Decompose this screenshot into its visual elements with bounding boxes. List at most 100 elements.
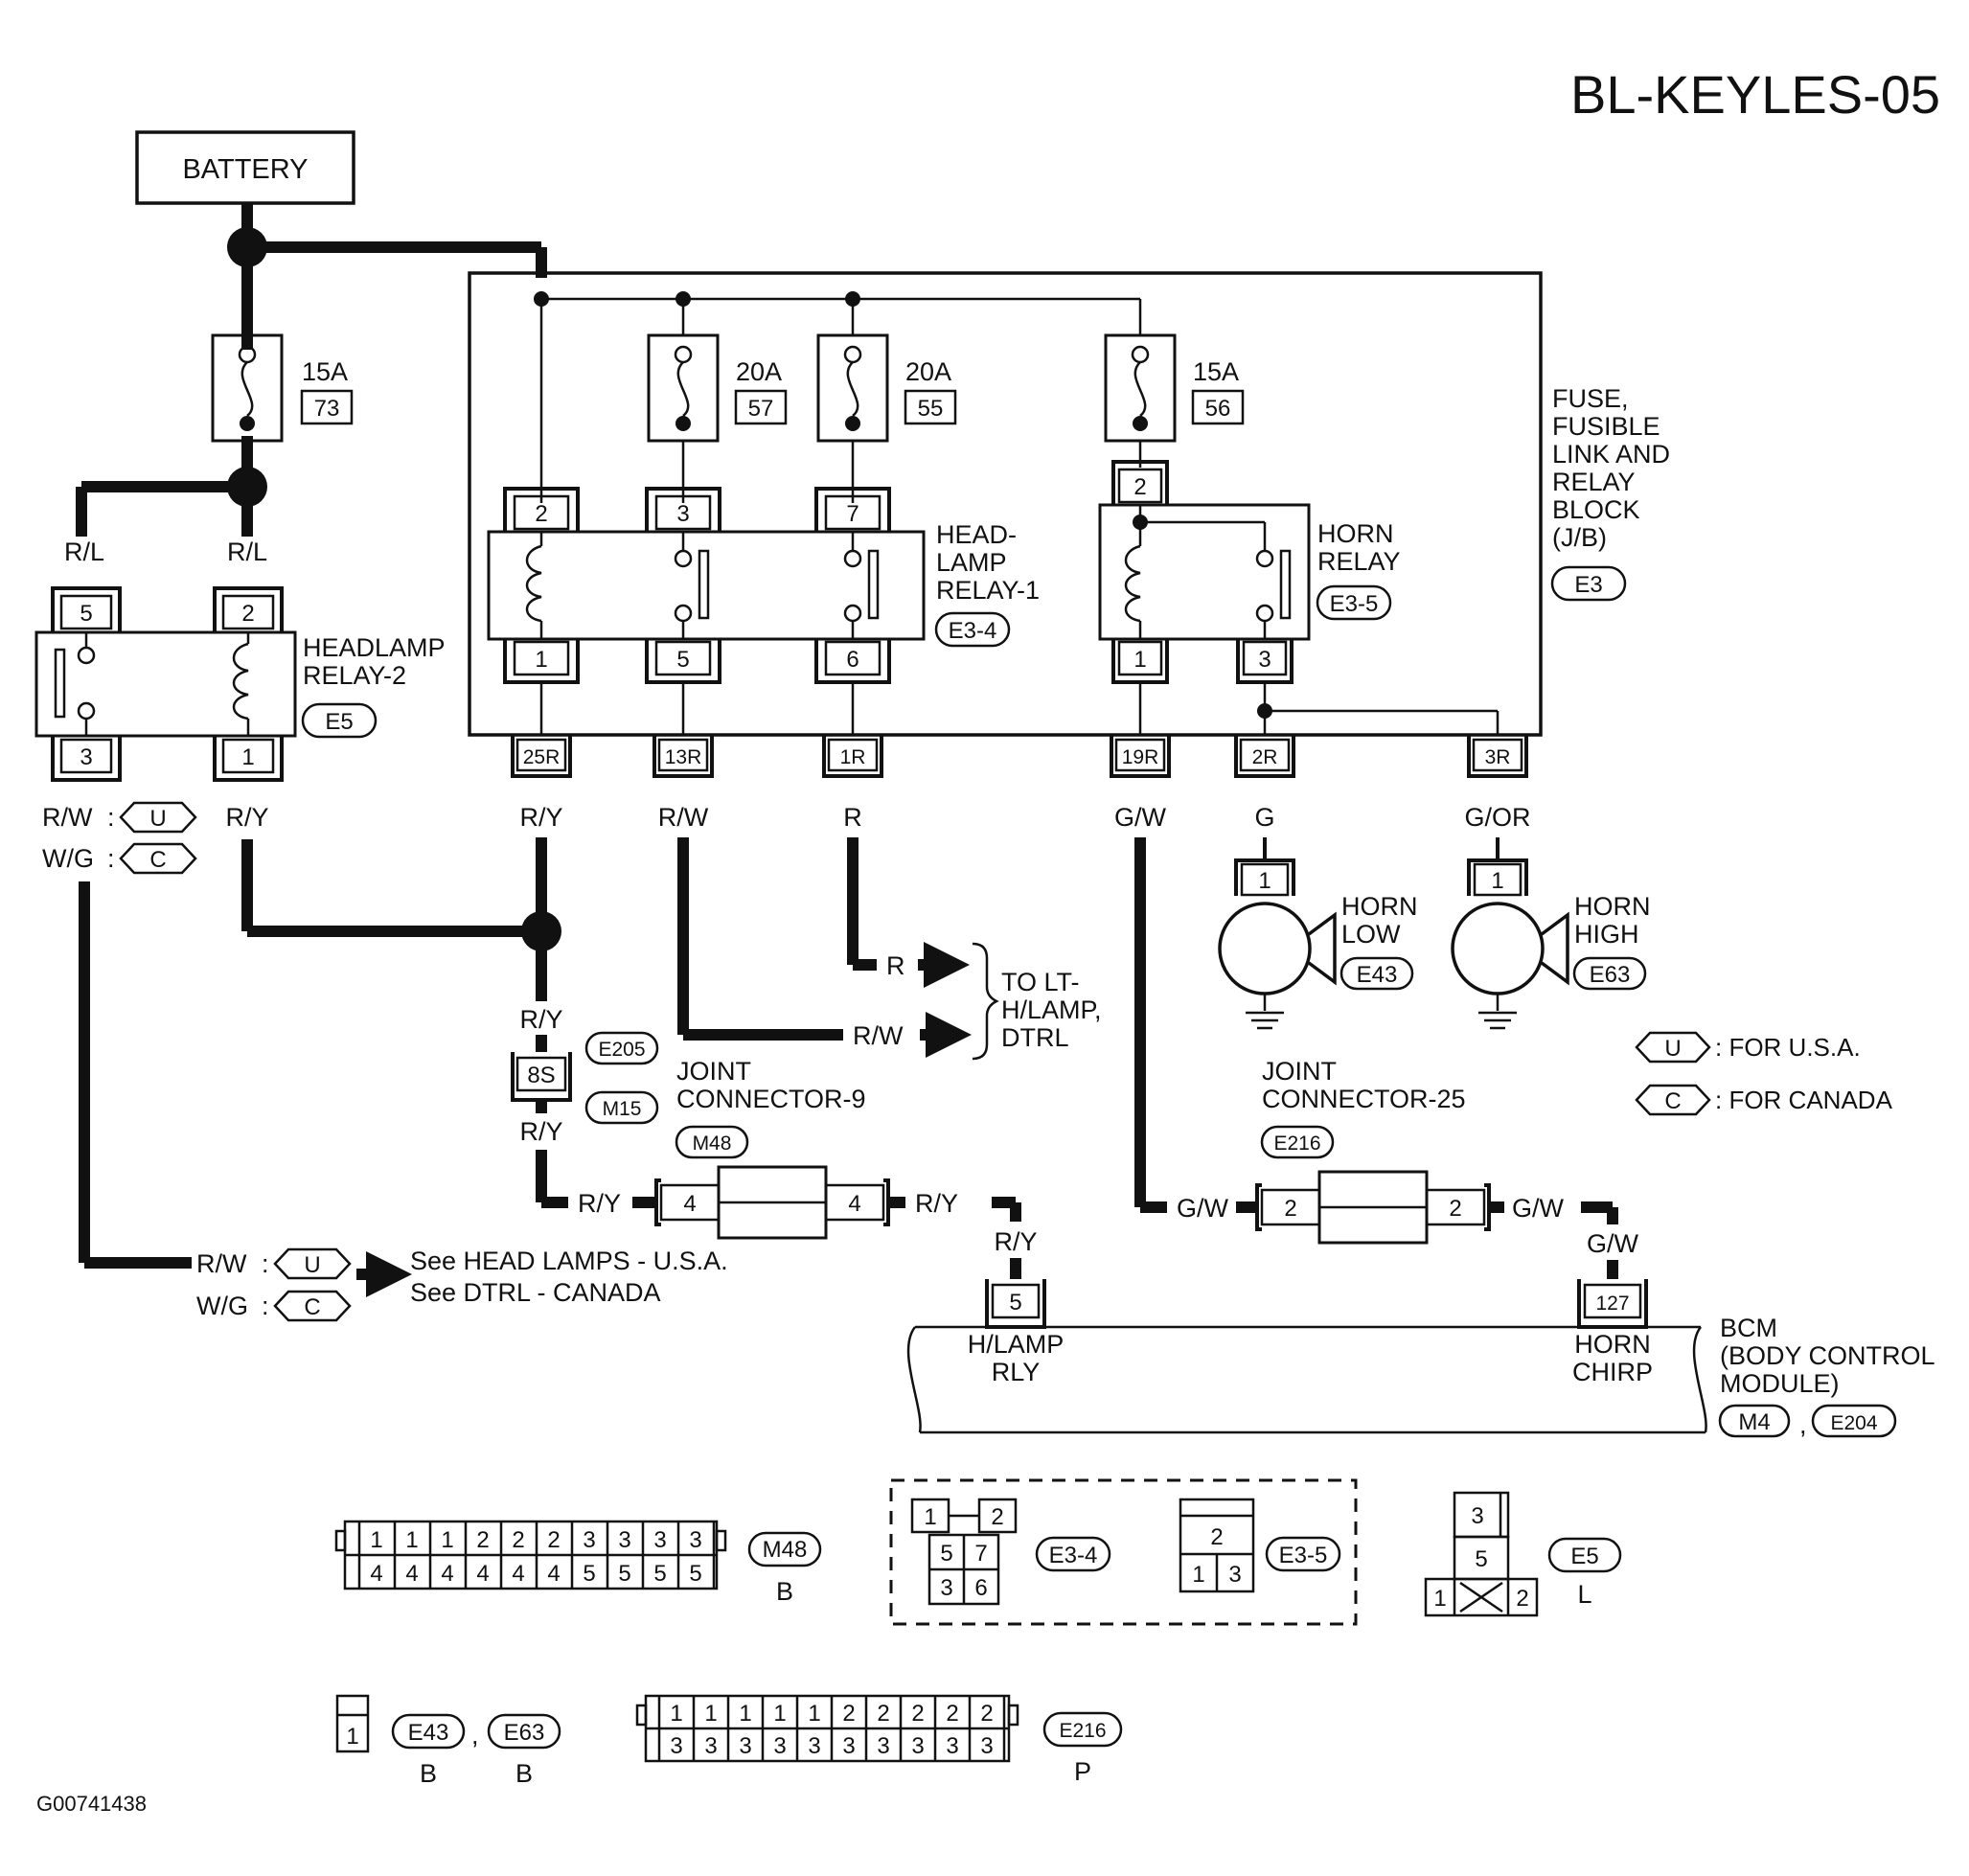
wire-gw-to-joint25: G/W — [1177, 1194, 1229, 1223]
wire-ry-below-8s: R/Y — [519, 1117, 562, 1146]
jb-pin-19r: 19R — [1122, 746, 1159, 768]
horn-relay-label-1: HORN — [1317, 519, 1394, 548]
e5-cell-3: 3 — [1471, 1503, 1483, 1529]
e216-bottom-3: 3 — [739, 1733, 751, 1759]
horn-low-pin: 1 — [1258, 868, 1271, 894]
jb-line-5: BLOCK — [1552, 495, 1640, 524]
joint25-pin-left: 2 — [1284, 1196, 1296, 1222]
legend-u-mark: U — [1664, 1036, 1681, 1062]
e34-face-conn: E3-4 — [1049, 1543, 1098, 1568]
m48-face-color: B — [776, 1577, 793, 1606]
horn-face-color-e43: B — [420, 1759, 437, 1788]
horn-relay-pin-2: 2 — [1133, 474, 1146, 500]
jb-pin-25r: 25R — [523, 746, 561, 768]
wire-ry-from-joint9: R/Y — [915, 1189, 958, 1218]
e216-top-5: 1 — [808, 1701, 820, 1727]
joint9-label-2: CONNECTOR-9 — [676, 1085, 866, 1113]
bcm-conn-m4: M4 — [1738, 1409, 1770, 1435]
fuse-55: 20A 55 — [816, 333, 957, 443]
m48-bottom-5: 4 — [512, 1561, 524, 1587]
wire-ry-relay2: R/Y — [225, 803, 268, 832]
m48-top-9: 3 — [653, 1527, 666, 1553]
e34-cell-6: 6 — [974, 1575, 987, 1601]
horn-high: G/OR 1 HORN HIGH E63 — [1451, 803, 1651, 1030]
e5-cell-2: 2 — [1516, 1586, 1528, 1612]
relay1-connector: E3-4 — [949, 618, 997, 644]
junction-block-outline — [468, 271, 1543, 737]
e216-top-8: 2 — [911, 1701, 924, 1727]
e35-face-conn: E3-5 — [1279, 1543, 1328, 1568]
relay1-pin-bottom-2: 5 — [676, 647, 689, 673]
e216-face-conn: E216 — [1059, 1720, 1106, 1742]
m48-top-3: 1 — [441, 1527, 453, 1553]
relay2-label-2: RELAY-2 — [303, 661, 406, 690]
m48-bottom-7: 5 — [583, 1561, 595, 1587]
pin-8s: 8S — [527, 1063, 555, 1088]
horn-high-pin: 1 — [1491, 868, 1503, 894]
relay2-output-labels: R/W : U W/G : C R/Y — [42, 801, 269, 875]
e5-face-conn: E5 — [1570, 1544, 1598, 1569]
horn-low-label-2: LOW — [1341, 920, 1401, 949]
bcm-comma: , — [1799, 1410, 1807, 1439]
m48-top-2: 1 — [405, 1527, 418, 1553]
m48-top-8: 3 — [618, 1527, 630, 1553]
wire-gw-from-joint25: G/W — [1512, 1194, 1565, 1223]
legend-u-text: : FOR U.S.A. — [1715, 1033, 1861, 1062]
marker-u-see: U — [304, 1252, 320, 1278]
relay1-label-1: HEAD- — [936, 520, 1017, 549]
m48-bottom-6: 4 — [547, 1561, 560, 1587]
m48-bottom-1: 4 — [370, 1561, 382, 1587]
fuse-56: 15A 56 — [1104, 333, 1245, 443]
horn-relay: 2 1 3 HORN RELAY E3-5 — [1098, 460, 1401, 684]
relay1-pin-top-2: 3 — [676, 501, 689, 527]
e216-top-2: 1 — [704, 1701, 717, 1727]
wire-rw-13r-end: R/W — [853, 1021, 904, 1050]
conn-m15: M15 — [603, 1098, 642, 1120]
joint25-pin-right: 2 — [1449, 1196, 1461, 1222]
e216-face-color: P — [1074, 1757, 1091, 1786]
e216-top-3: 1 — [739, 1701, 751, 1727]
e5-cell-5: 5 — [1475, 1546, 1487, 1572]
horn-low-connector: E43 — [1357, 962, 1398, 988]
relay1-pin-top-3: 7 — [846, 501, 859, 527]
e5-cell-1: 1 — [1433, 1586, 1446, 1612]
jb-pin-3r: 3R — [1485, 746, 1511, 768]
fuse-73: 15A 73 — [211, 333, 354, 443]
relay1-pin-top-1: 2 — [535, 501, 547, 527]
joint9-label-1: JOINT — [676, 1057, 751, 1086]
marker-c-relay2: C — [149, 847, 166, 873]
fuse-56-number: 56 — [1205, 396, 1231, 422]
e216-bottom-8: 3 — [911, 1733, 924, 1759]
bcm: 5 127 H/LAMP RLY HORN CHIRP BCM (BODY CO… — [906, 1279, 1935, 1439]
face-e5: 3 5 1 2 E5 L — [1424, 1491, 1622, 1617]
bcm-label-1: BCM — [1720, 1314, 1777, 1342]
horn-face-conn-e43: E43 — [408, 1720, 449, 1746]
joint25-connector: E216 — [1273, 1132, 1320, 1155]
e34-cell-2: 2 — [991, 1504, 1003, 1530]
legend-c-mark: C — [1664, 1088, 1681, 1114]
e216-bottom-9: 3 — [946, 1733, 958, 1759]
face-horn: 1 E43 , E63 B B — [335, 1694, 561, 1788]
horn-low: G 1 HORN LOW E43 — [1218, 803, 1418, 1030]
fuse-to-relay-wires — [681, 441, 1142, 503]
colon-u-see: : — [262, 1249, 269, 1278]
to-lt-line-2: H/LAMP, — [1001, 995, 1102, 1024]
marker-c-see: C — [304, 1294, 320, 1320]
joint-connector-9: JOINT CONNECTOR-9 M48 4 4 R/Y R/Y — [654, 1057, 1038, 1279]
horn-relay-pin-1: 1 — [1133, 647, 1146, 673]
joint25-label-2: CONNECTOR-25 — [1262, 1085, 1466, 1113]
jb-line-3: LINK AND — [1552, 440, 1670, 469]
wire-gw-to-bcm: G/W — [1587, 1229, 1639, 1258]
relay2-label-1: HEADLAMP — [303, 633, 446, 662]
relay2-wires — [79, 839, 541, 1269]
e216-top-7: 2 — [877, 1701, 889, 1727]
horn-face-cell: 1 — [346, 1724, 358, 1750]
m48-bottom-3: 4 — [441, 1561, 453, 1587]
battery: BATTERY — [135, 130, 355, 205]
e216-bottom-4: 3 — [773, 1733, 786, 1759]
wire-r-1r-end: R — [886, 951, 905, 980]
horn-relay-pin-3: 3 — [1258, 647, 1271, 673]
bcm-term-hlamp-2: RLY — [992, 1358, 1041, 1386]
wire-rw-see: R/W — [196, 1249, 247, 1278]
